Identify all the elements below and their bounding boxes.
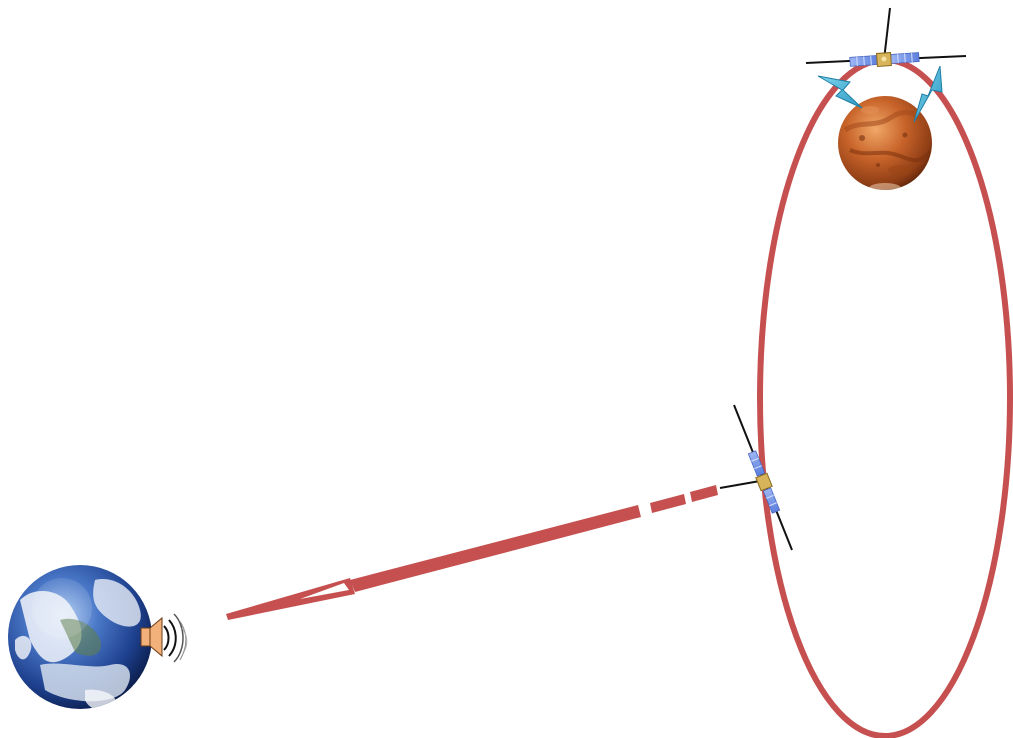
relay-satellite-icon (720, 405, 792, 550)
orbiter-satellite-icon (806, 8, 966, 68)
earth-globe-icon (8, 565, 152, 711)
transmission-beam (226, 485, 718, 620)
